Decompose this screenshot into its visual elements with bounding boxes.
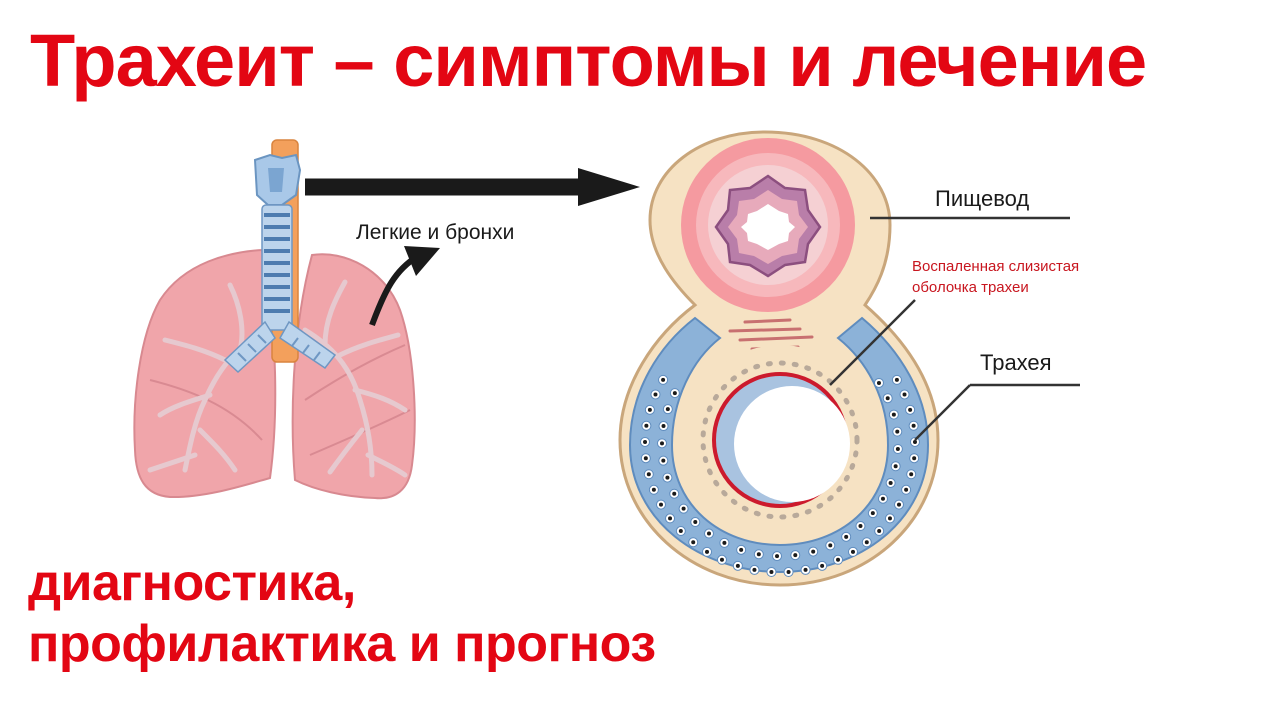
gland-nucleus [672, 491, 677, 496]
gland-nucleus [894, 377, 899, 382]
gland-nucleus [811, 549, 816, 554]
gland-nucleus [668, 516, 673, 521]
gland-nucleus [912, 439, 917, 444]
trachea-rings [261, 204, 293, 331]
gland-nucleus [722, 540, 727, 545]
gland-nucleus [739, 547, 744, 552]
gland-nucleus [904, 487, 909, 492]
gland-nucleus [870, 511, 875, 516]
gland-nucleus [896, 502, 901, 507]
gland-nucleus [681, 506, 686, 511]
gland-nucleus [877, 529, 882, 534]
gland-nucleus [693, 520, 698, 525]
gland-nucleus [651, 487, 656, 492]
gland-nucleus [678, 529, 683, 534]
gland-nucleus [850, 549, 855, 554]
gland-nucleus [706, 531, 711, 536]
label-trachea: Трахея [980, 350, 1052, 375]
right-lung [291, 253, 416, 500]
page-title: Трахеит – симптомы и лечение [30, 19, 1147, 102]
gland-nucleus [672, 391, 677, 396]
gland-nucleus [691, 540, 696, 545]
page-subtitle: диагностика, профилактика и прогноз [28, 553, 656, 675]
gland-nucleus [752, 567, 757, 572]
gland-nucleus [880, 496, 885, 501]
subtitle-line-1: диагностика, [28, 554, 356, 612]
cross-section [618, 130, 1080, 587]
gland-nucleus [891, 412, 896, 417]
gland-nucleus [665, 475, 670, 480]
gland-nucleus [659, 502, 664, 507]
gland-nucleus [895, 446, 900, 451]
gland-nucleus [735, 563, 740, 568]
gland-nucleus [665, 407, 670, 412]
gland-nucleus [909, 472, 914, 477]
gland-nucleus [643, 456, 648, 461]
gland-nucleus [705, 549, 710, 554]
trachea-cartilage [628, 316, 930, 574]
gland-nucleus [844, 534, 849, 539]
label-inflamed-1: Воспаленная слизистая [912, 258, 1079, 275]
gland-nucleus [661, 424, 666, 429]
gland-nucleus [820, 563, 825, 568]
gland-nucleus [756, 552, 761, 557]
gland-nucleus [888, 480, 893, 485]
gland-nucleus [786, 569, 791, 574]
gland-nucleus [769, 569, 774, 574]
gland-nucleus [661, 377, 666, 382]
lungs-illustration [133, 139, 416, 500]
gland-nucleus [895, 429, 900, 434]
gland-nucleus [836, 557, 841, 562]
cartilage-glands [640, 374, 920, 577]
label-inflamed-2: оболочка трахеи [912, 279, 1029, 296]
gland-nucleus [661, 458, 666, 463]
gland-nucleus [887, 516, 892, 521]
gland-nucleus [828, 543, 833, 548]
gland-nucleus [902, 392, 907, 397]
gland-nucleus [775, 554, 780, 559]
gland-nucleus [876, 380, 881, 385]
left-lung [133, 248, 277, 499]
gland-nucleus [908, 407, 913, 412]
gland-nucleus [643, 439, 648, 444]
gland-nucleus [858, 523, 863, 528]
gland-nucleus [864, 540, 869, 545]
gland-nucleus [719, 557, 724, 562]
label-esophagus: Пищевод [935, 186, 1029, 211]
subtitle-line-2: профилактика и прогноз [28, 614, 656, 673]
gland-nucleus [912, 456, 917, 461]
gland-nucleus [660, 441, 665, 446]
gland-nucleus [803, 567, 808, 572]
gland-nucleus [911, 423, 916, 428]
gland-nucleus [644, 423, 649, 428]
gland-nucleus [893, 464, 898, 469]
trachea-lumen [734, 386, 850, 502]
gland-nucleus [653, 392, 658, 397]
label-lungs: Легкие и бронхи [356, 221, 514, 244]
gland-nucleus [885, 396, 890, 401]
gland-nucleus [793, 553, 798, 558]
gland-nucleus [646, 472, 651, 477]
gland-nucleus [647, 407, 652, 412]
